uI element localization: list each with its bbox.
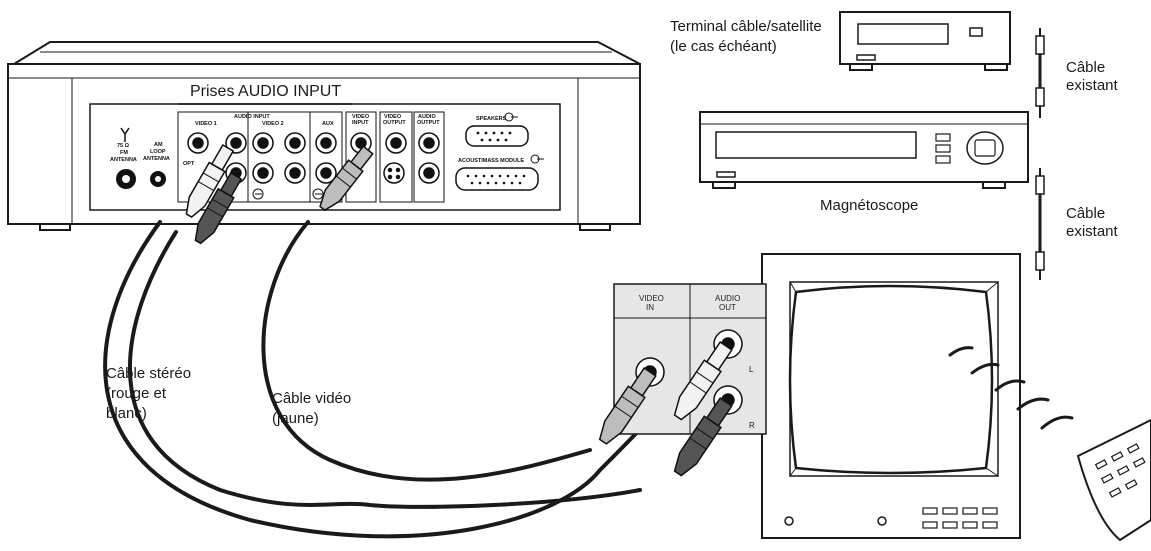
video-input-text2: INPUT bbox=[352, 120, 369, 126]
s-video-jack bbox=[383, 162, 405, 184]
existing-cable-bottom-line2: existant bbox=[1066, 223, 1118, 240]
tv-left-label: L bbox=[749, 365, 754, 374]
existing-cable-top-line1: Câble bbox=[1066, 59, 1106, 76]
tv-power-knob bbox=[784, 516, 794, 526]
remote-signal-arcs bbox=[948, 346, 1074, 430]
audio-input-header: AUDIO INPUT bbox=[234, 114, 270, 120]
stereo-cable-label-line3: blanc) bbox=[106, 405, 147, 422]
speakers-arrow-icon bbox=[504, 112, 518, 122]
television bbox=[761, 253, 1021, 539]
stereo-plug-red-tv bbox=[673, 397, 733, 477]
tv-video-in-text1: VIDEO bbox=[639, 294, 664, 303]
aux-text: AUX bbox=[322, 121, 334, 127]
vcr-button-2 bbox=[935, 144, 951, 153]
antenna-section: 75 Ω FM ANTENNA AM LOOP ANTENNA bbox=[110, 127, 170, 189]
stereo-plug-red-receiver bbox=[194, 171, 243, 245]
fm-antenna-text2: FM bbox=[120, 150, 128, 156]
existing-cable-bottom-line1: Câble bbox=[1066, 205, 1106, 222]
video2-text: VIDEO 2 bbox=[262, 121, 284, 127]
vcr bbox=[699, 111, 1029, 189]
tv-right-label: R bbox=[749, 421, 755, 430]
existing-cable-bottom bbox=[1035, 168, 1045, 280]
vcr-display bbox=[715, 131, 917, 159]
tv-audio-out-text2: OUT bbox=[719, 303, 736, 312]
am-antenna-text1: AM bbox=[154, 142, 163, 148]
existing-cable-top bbox=[1035, 28, 1045, 118]
tv-screen bbox=[788, 284, 994, 475]
audio-output-text1: AUDIO bbox=[418, 114, 436, 120]
satellite-box bbox=[839, 11, 1011, 71]
sat-box-button bbox=[969, 27, 983, 37]
video-output-text2: OUTPUT bbox=[383, 120, 406, 126]
stereo-plug-white-tv bbox=[673, 341, 733, 421]
acoustimass-arrow-icon bbox=[530, 154, 544, 164]
remote-control bbox=[1076, 418, 1151, 542]
acoustimass-connector bbox=[455, 167, 539, 191]
video-cable bbox=[261, 220, 592, 482]
video-plug-receiver bbox=[319, 145, 374, 212]
stereo-cable-wire-white bbox=[103, 220, 667, 539]
acoustimass-pins bbox=[466, 174, 526, 185]
tv-control-knob bbox=[877, 516, 887, 526]
existing-cable-top-line2: existant bbox=[1066, 77, 1118, 94]
vcr-button-1 bbox=[935, 133, 951, 142]
vcr-label: Magnétoscope bbox=[820, 197, 919, 214]
video-plug-tv bbox=[598, 367, 657, 445]
stereo-plug-white-receiver bbox=[185, 143, 235, 218]
video1-text: VIDEO 1 bbox=[195, 121, 217, 127]
output-arrow-icon bbox=[252, 188, 264, 200]
speakers-text: SPEAKERS bbox=[476, 116, 507, 122]
video-cable-label-line2: (jaune) bbox=[272, 410, 319, 427]
video-input-text1: VIDEO bbox=[352, 114, 370, 120]
video-output-text1: VIDEO bbox=[384, 114, 402, 120]
audio-input-jacks-label: Prises AUDIO INPUT bbox=[190, 83, 342, 100]
sat-box-label-line2: (le cas échéant) bbox=[670, 38, 777, 55]
video-cable-wire bbox=[261, 220, 592, 482]
antenna-icon bbox=[120, 127, 130, 142]
audio-input-jacks bbox=[187, 132, 337, 184]
stereo-cable-label-line2: (rouge et bbox=[106, 385, 167, 402]
fm-antenna-text3: ANTENNA bbox=[110, 157, 137, 163]
stereo-cable-label-line1: Câble stéréo bbox=[106, 365, 192, 382]
optical-text: OPT bbox=[183, 161, 195, 167]
tv-video-in-text2: IN bbox=[646, 303, 654, 312]
stereo-cable bbox=[103, 220, 667, 539]
tv-buttons bbox=[922, 507, 998, 529]
am-antenna-text2: LOOP bbox=[150, 149, 166, 155]
sat-box-label-line1: Terminal câble/satellite bbox=[670, 18, 822, 35]
receiver-top-cover bbox=[10, 41, 641, 65]
video-cable-label-line1: Câble vidéo bbox=[272, 390, 352, 407]
am-antenna-text3: ANTENNA bbox=[143, 156, 170, 162]
sat-box-display bbox=[857, 23, 949, 45]
stereo-cable-wire-red bbox=[128, 230, 642, 509]
speakers-connector bbox=[465, 125, 529, 147]
vcr-button-3 bbox=[935, 155, 951, 164]
speakers-pins bbox=[476, 131, 512, 142]
acoustimass-text: ACOUSTIMASS MODULE bbox=[458, 158, 524, 164]
fm-antenna-text1: 75 Ω bbox=[117, 143, 130, 149]
tv-audio-out-text1: AUDIO bbox=[715, 294, 740, 303]
output-arrow-icon-2 bbox=[312, 188, 324, 200]
audio-output-text2: OUTPUT bbox=[417, 120, 440, 126]
